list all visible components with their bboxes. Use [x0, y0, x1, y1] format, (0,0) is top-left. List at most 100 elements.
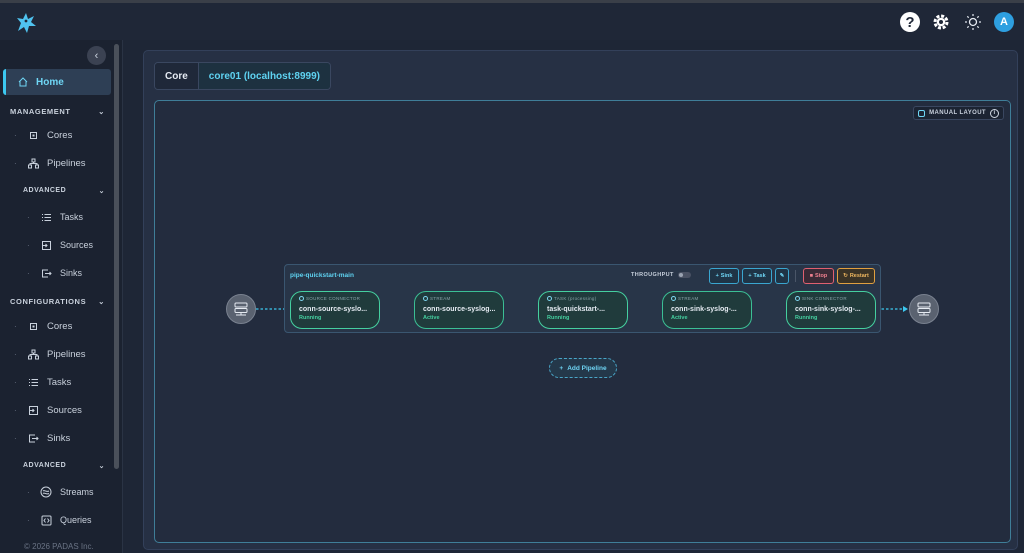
sidebar-item-label: Cores	[47, 129, 73, 141]
pipeline-canvas[interactable]: MANUAL LAYOUT i	[154, 100, 1011, 543]
sidebar-item-label: Sinks	[47, 432, 71, 444]
sidebar-item-label: Tasks	[47, 376, 72, 388]
node-status: Running	[795, 315, 818, 321]
help-icon[interactable]: ?	[900, 12, 920, 32]
manual-layout-checkbox[interactable]	[918, 109, 926, 117]
pipeline-group[interactable]: pipe-quickstart-main THROUGHPUT +Sink +T…	[284, 264, 881, 333]
collapse-sidebar-chevron-left-icon[interactable]: ‹	[87, 46, 106, 65]
node-name: conn-source-syslog...	[423, 306, 496, 313]
sink-connector-icon	[795, 296, 800, 301]
settings-gear-icon[interactable]	[930, 11, 952, 33]
sign-in-icon	[27, 404, 39, 416]
node-status: Active	[423, 315, 440, 321]
sidebar-item-cores[interactable]: · Cores	[14, 129, 73, 141]
plus-icon: +	[748, 273, 752, 279]
plus-icon: +	[559, 364, 564, 372]
pencil-icon: ✎	[779, 273, 785, 279]
user-avatar[interactable]: A	[994, 12, 1014, 32]
section-management-advanced[interactable]: ADVANCED⌄	[23, 187, 105, 195]
sidebar-item-label: Pipelines	[47, 348, 86, 360]
section-title: CONFIGURATIONS	[10, 297, 87, 306]
hierarchy-icon	[27, 348, 39, 360]
list-icon	[27, 376, 39, 388]
core-value[interactable]: core01 (localhost:8999)	[198, 63, 330, 89]
button-label: Stop	[815, 273, 828, 279]
node-status: Running	[547, 315, 570, 321]
add-task-button[interactable]: +Task	[742, 268, 772, 284]
theme-toggle-sun-icon[interactable]	[962, 11, 984, 33]
button-label: Sink	[720, 273, 733, 279]
core-selector[interactable]: Core core01 (localhost:8999)	[154, 62, 331, 90]
sidebar-item-config-pipelines[interactable]: · Pipelines	[14, 348, 86, 360]
add-sink-button[interactable]: +Sink	[709, 268, 739, 284]
node-name: conn-source-syslo...	[299, 306, 368, 313]
sidebar-item-pipelines[interactable]: · Pipelines	[14, 157, 86, 169]
plus-icon: +	[715, 273, 719, 279]
code-icon	[40, 514, 52, 526]
chevron-down-icon: ⌄	[98, 463, 105, 470]
sidebar-item-label: Streams	[60, 487, 94, 497]
sidebar-item-config-cores[interactable]: · Cores	[14, 320, 73, 332]
node-type: SINK CONNECTOR	[802, 296, 847, 301]
chevron-down-icon: ⌄	[98, 107, 105, 116]
info-icon[interactable]: i	[990, 108, 999, 118]
throughput-label: THROUGHPUT	[631, 272, 674, 278]
source-connector-icon	[299, 296, 304, 301]
copyright-footer: © 2026 PADAS Inc.	[24, 542, 94, 551]
section-configurations-advanced[interactable]: ADVANCED⌄	[23, 462, 105, 470]
node-name: conn-sink-syslog-...	[671, 306, 737, 313]
padas-logo-icon[interactable]	[12, 9, 40, 37]
sidebar: ‹ Home MANAGEMENT⌄ · Cores · Pipelines A…	[0, 40, 123, 553]
sign-out-icon	[40, 267, 52, 279]
node-status: Running	[299, 315, 322, 321]
sidebar-item-label: Home	[36, 76, 64, 88]
button-label: Add Pipeline	[567, 364, 607, 372]
button-label: Task	[753, 273, 766, 279]
sidebar-item-label: Cores	[47, 320, 73, 332]
section-configurations[interactable]: CONFIGURATIONS⌄	[10, 297, 105, 306]
stream-icon	[671, 296, 676, 301]
manual-layout-label: MANUAL LAYOUT	[929, 110, 986, 116]
core-label: Core	[155, 63, 199, 89]
sidebar-item-sources[interactable]: · Sources	[27, 239, 94, 251]
pipeline-name[interactable]: pipe-quickstart-main	[290, 272, 354, 279]
edit-pipeline-button[interactable]: ✎	[775, 268, 789, 284]
throughput-toggle[interactable]: THROUGHPUT	[631, 272, 691, 278]
pipeline-node-stream-source[interactable]: STREAM conn-source-syslog... Active	[414, 291, 504, 329]
restart-icon: ↻	[843, 273, 848, 279]
sink-endpoint-server-icon[interactable]	[909, 294, 939, 324]
sidebar-scrollbar[interactable]	[114, 44, 119, 469]
sidebar-item-label: Sinks	[60, 268, 83, 278]
sidebar-item-config-sources[interactable]: · Sources	[14, 404, 82, 416]
home-icon	[18, 77, 28, 87]
source-endpoint-server-icon[interactable]	[226, 294, 256, 324]
pipeline-node-source-connector[interactable]: SOURCE CONNECTOR conn-source-syslo... Ru…	[290, 291, 380, 329]
sidebar-item-config-sinks[interactable]: · Sinks	[14, 432, 71, 444]
sidebar-item-label: Tasks	[60, 212, 84, 222]
sidebar-item-label: Sources	[60, 240, 94, 250]
throughput-switch[interactable]	[677, 272, 691, 278]
sidebar-item-sinks[interactable]: · Sinks	[27, 267, 83, 279]
pipeline-node-sink-connector[interactable]: SINK CONNECTOR conn-sink-syslog-... Runn…	[786, 291, 876, 329]
manual-layout-toggle[interactable]: MANUAL LAYOUT i	[913, 106, 1004, 120]
stop-pipeline-button[interactable]: ■Stop	[803, 268, 834, 284]
sidebar-item-tasks[interactable]: · Tasks	[27, 212, 84, 222]
sidebar-item-streams[interactable]: · Streams	[27, 486, 94, 498]
sidebar-item-home[interactable]: Home	[3, 69, 111, 95]
sidebar-item-config-tasks[interactable]: · Tasks	[14, 376, 72, 388]
pipeline-node-task[interactable]: TASK (processing) task-quickstart-... Ru…	[538, 291, 628, 329]
restart-pipeline-button[interactable]: ↻Restart	[837, 268, 875, 284]
pipeline-node-stream-sink[interactable]: STREAM conn-sink-syslog-... Active	[662, 291, 752, 329]
node-type: SOURCE CONNECTOR	[306, 296, 361, 301]
add-pipeline-button[interactable]: + Add Pipeline	[549, 358, 617, 378]
node-status: Active	[671, 315, 688, 321]
sign-in-icon	[40, 239, 52, 251]
sidebar-item-label: Sources	[47, 404, 82, 416]
section-management[interactable]: MANAGEMENT⌄	[10, 107, 105, 116]
sidebar-item-queries[interactable]: · Queries	[27, 514, 92, 526]
sign-out-icon	[27, 432, 39, 444]
main-panel: Core core01 (localhost:8999) MANUAL LAYO…	[143, 50, 1018, 550]
sidebar-item-label: Pipelines	[47, 157, 86, 169]
stop-square-icon: ■	[809, 273, 814, 279]
section-title: ADVANCED	[23, 187, 67, 194]
